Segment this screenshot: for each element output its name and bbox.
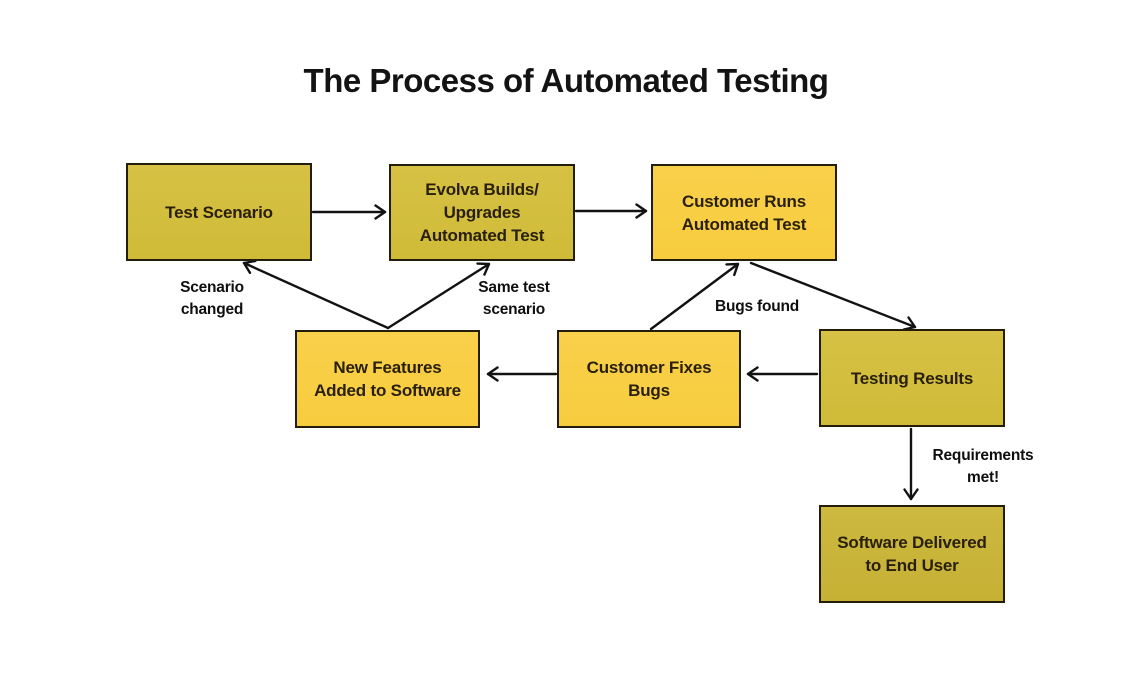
- node-new-features-added-to-software: New Features Added to Software: [295, 330, 480, 428]
- node-customer-runs-automated-test: Customer Runs Automated Test: [651, 164, 837, 261]
- edge-label-requirements-met: Requirements met!: [932, 447, 1034, 486]
- node-test-scenario: Test Scenario: [126, 163, 312, 261]
- node-customer-fixes-bugs: Customer Fixes Bugs: [557, 330, 741, 428]
- edge-label-same-test-scenario: Same test scenario: [478, 279, 550, 318]
- node-evolva-builds-upgrades-automated-test: Evolva Builds/ Upgrades Automated Test: [389, 164, 575, 261]
- edge-label-bugs-found: Bugs found: [714, 298, 800, 315]
- node-testing-results: Testing Results: [819, 329, 1005, 427]
- node-software-delivered-to-end-user: Software Delivered to End User: [819, 505, 1005, 603]
- page-title: The Process of Automated Testing: [303, 62, 829, 99]
- arrow-new-features-to-evolva: [386, 262, 491, 330]
- arrow-new-features-to-test-scenario: [242, 259, 390, 330]
- edge-label-scenario-changed: Scenario changed: [180, 279, 244, 318]
